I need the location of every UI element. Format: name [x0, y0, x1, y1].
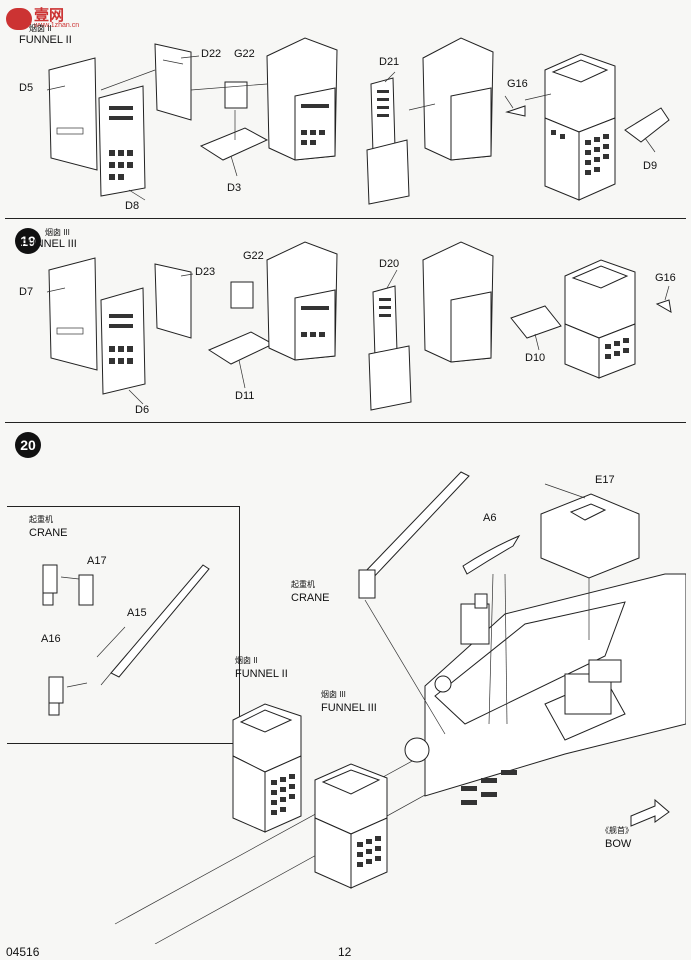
- part-g22: G22: [234, 48, 255, 60]
- logo-text: 壹网: [34, 7, 65, 24]
- part-d21: D21: [379, 56, 400, 68]
- step-19-panel: 19 烟囱 III FUNNEL III: [5, 220, 686, 423]
- footer-page: 12: [338, 945, 352, 959]
- part-a17: A17: [87, 555, 107, 567]
- part-g22: G22: [243, 250, 264, 262]
- part-d6: D6: [135, 404, 150, 416]
- part-d5: D5: [19, 82, 34, 94]
- crane-inset-drawing: [42, 564, 210, 716]
- part-g16: G16: [655, 272, 676, 284]
- step-18-drawing: [46, 37, 670, 205]
- footer-code: 04516: [6, 945, 40, 959]
- part-d23: D23: [195, 266, 216, 278]
- logo-site: www.1zhan.cn: [34, 22, 80, 29]
- label-funnel3: FUNNEL III: [321, 702, 377, 714]
- step-20-panel: 20 起重机 CRANE A17 A15 A16: [5, 424, 686, 944]
- label-e17: E17: [595, 474, 615, 486]
- step-18-title-zh: 烟囱 II: [29, 24, 52, 33]
- hull-assembly-drawing: [114, 471, 686, 944]
- step-19-title-zh: 烟囱 III: [45, 228, 70, 237]
- watermark-logo: 壹网 www.1zhan.cn: [6, 4, 79, 32]
- part-a16: A16: [41, 633, 61, 645]
- part-g16: G16: [507, 78, 528, 90]
- part-d22: D22: [201, 48, 222, 60]
- label-funnel2-zh: 烟囱 II: [235, 656, 258, 665]
- label-crane-zh: 起重机: [291, 580, 315, 589]
- label-bow: BOW: [605, 838, 632, 850]
- label-funnel3-zh: 烟囱 III: [321, 690, 346, 699]
- label-a6: A6: [483, 512, 497, 524]
- crane-inset: 起重机 CRANE A17 A15 A16: [7, 506, 240, 744]
- step-19-drawing: [46, 241, 672, 411]
- label-bow-zh: 《舰首》: [601, 826, 633, 835]
- logo-mark-icon: [6, 8, 32, 30]
- part-d7: D7: [19, 286, 34, 298]
- step-18-panel: 烟囱 II FUNNEL II: [5, 0, 686, 219]
- part-d20: D20: [379, 258, 400, 270]
- part-d11: D11: [235, 390, 255, 402]
- part-d10: D10: [525, 352, 546, 364]
- inset-crane-zh: 起重机: [29, 515, 53, 524]
- step-18-title: FUNNEL II: [19, 34, 72, 46]
- part-d3: D3: [227, 182, 242, 194]
- part-d9: D9: [643, 160, 658, 172]
- label-funnel2: FUNNEL II: [235, 668, 288, 680]
- label-crane: CRANE: [291, 592, 330, 604]
- inset-crane: CRANE: [29, 527, 68, 539]
- part-a15: A15: [127, 607, 147, 619]
- step-20-number: 20: [15, 432, 41, 458]
- step-19-title: FUNNEL III: [21, 238, 77, 250]
- part-d8: D8: [125, 200, 140, 212]
- step-19-number: 19: [15, 228, 41, 254]
